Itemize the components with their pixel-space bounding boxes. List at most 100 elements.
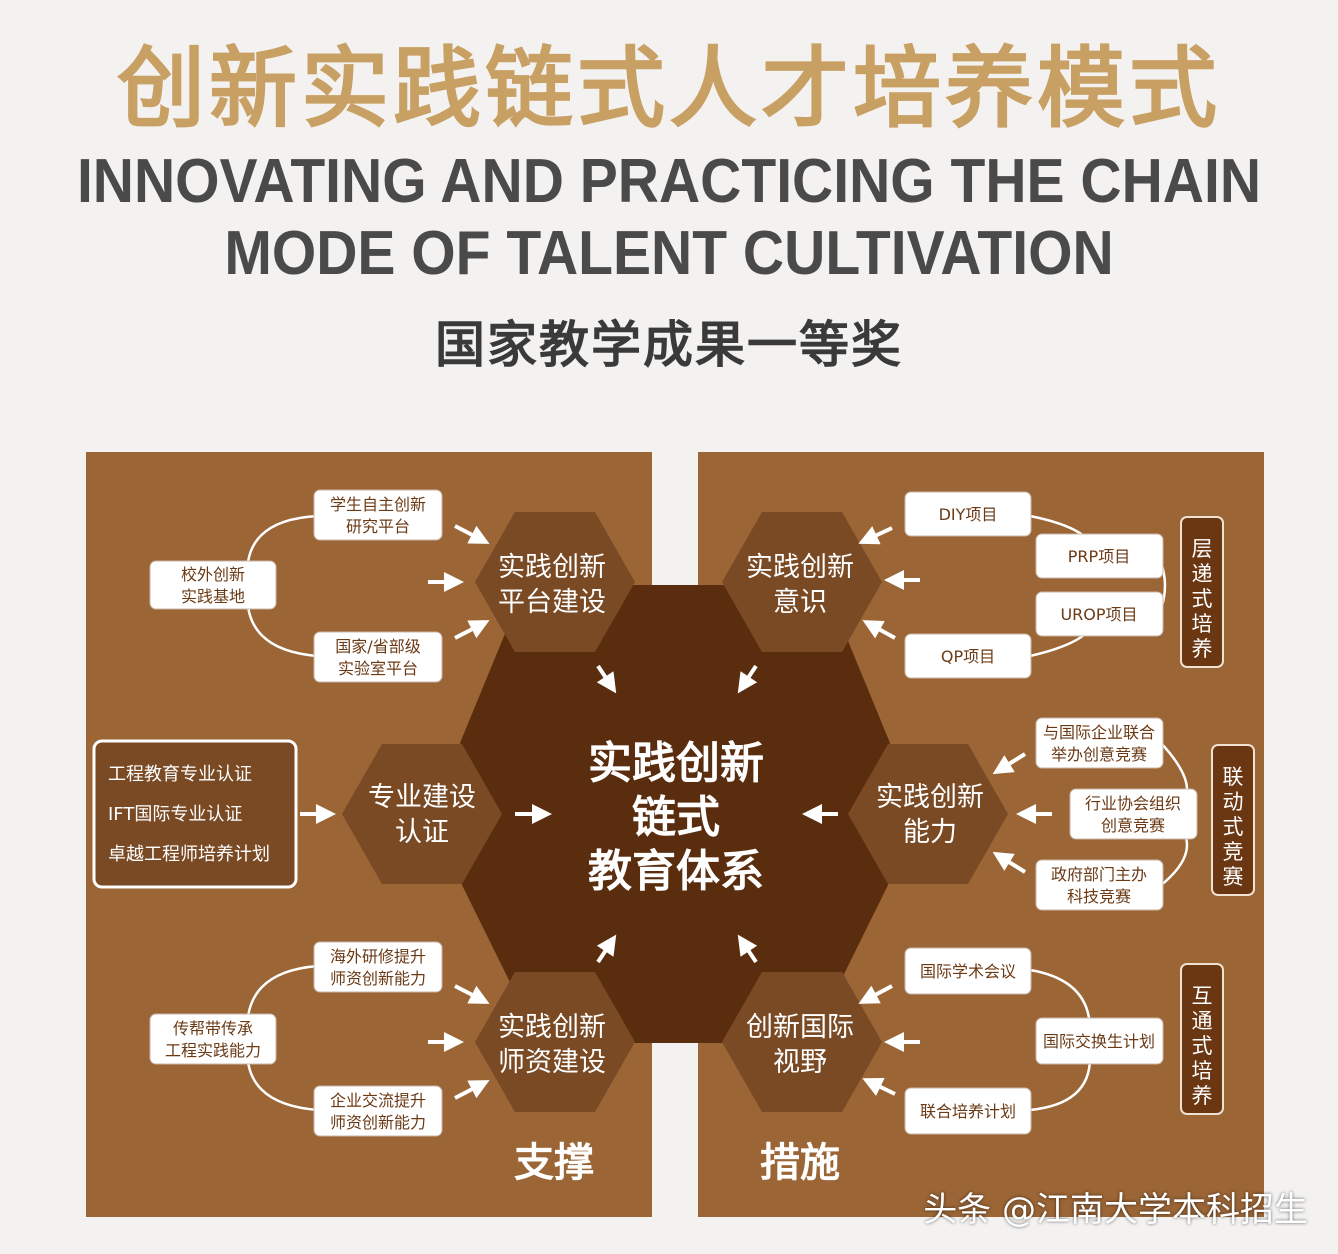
tag-char: 式	[1192, 587, 1213, 611]
center-line2: 链式	[632, 792, 720, 843]
platform-item-5: 国家/省部级	[335, 637, 420, 656]
tag-projects	[1180, 516, 1224, 668]
arrow	[454, 524, 490, 544]
tag-char: 竞	[1223, 840, 1244, 864]
platform-item-1: 学生自主创新	[330, 495, 426, 514]
center-line1: 实践创新	[588, 738, 764, 789]
box-project-3	[1035, 591, 1164, 637]
tag-char: 式	[1223, 815, 1244, 839]
faculty-item-2: 师资创新能力	[330, 969, 426, 988]
hex-awareness	[722, 512, 882, 652]
tag-competitions	[1211, 744, 1255, 896]
tag-char: 通	[1192, 1009, 1213, 1033]
tag-char: 联	[1223, 765, 1244, 789]
box-faculty-2	[149, 1013, 277, 1065]
tag-char: 培	[1192, 612, 1213, 636]
hex-vision-line1: 创新国际	[746, 1012, 854, 1043]
hex-ability-line2: 能力	[903, 817, 957, 848]
certification-box	[92, 739, 298, 889]
hex-certification	[342, 744, 502, 884]
arrow	[858, 526, 893, 545]
faculty-item-3: 传帮带传承	[173, 1019, 253, 1038]
faculty-item-4: 工程实践能力	[165, 1041, 261, 1060]
international-item-2: 国际交换生计划	[1043, 1032, 1155, 1051]
international-item-3: 联合培养计划	[920, 1102, 1016, 1121]
arrow	[737, 934, 758, 964]
box-platform-3	[313, 631, 443, 683]
tag-char: 赛	[1223, 865, 1244, 889]
hex-certification-line1: 专业建设	[368, 782, 476, 813]
box-comp-3	[1035, 859, 1164, 911]
tag-char: 养	[1192, 1084, 1213, 1108]
hex-awareness-line2: 意识	[773, 587, 827, 618]
box-platform-2	[149, 560, 277, 610]
platform-item-4: 实践基地	[181, 587, 245, 606]
box-intl-2	[1035, 1017, 1164, 1065]
hex-vision	[722, 972, 882, 1112]
platform-item-6: 实验室平台	[338, 659, 418, 678]
english-title: INNOVATING AND PRACTICING THE CHAIN MODE…	[54, 146, 1285, 290]
arrow	[454, 984, 490, 1004]
certification-item-1: 工程教育专业认证	[108, 764, 252, 785]
tag-international	[1180, 963, 1224, 1115]
arrow	[454, 620, 490, 640]
competition-item-1: 与国际企业联合	[1043, 723, 1155, 742]
arrow	[454, 1080, 490, 1100]
watermark: 头条 @江南大学本科招生	[923, 1190, 1308, 1230]
project-item-3: UROP项目	[1060, 605, 1137, 624]
box-intl-3	[904, 1087, 1032, 1135]
box-faculty-3	[313, 1085, 443, 1137]
center-line3: 教育体系	[588, 846, 764, 897]
tag-char: 互	[1192, 984, 1213, 1008]
hex-platform-line2: 平台建设	[498, 587, 606, 618]
certification-item-3: 卓越工程师培养计划	[108, 844, 270, 865]
arrow	[992, 851, 1027, 874]
competition-item-3: 行业协会组织	[1085, 794, 1181, 813]
english-title-line-1: INNOVATING AND PRACTICING THE CHAIN	[76, 147, 1262, 216]
box-comp-2	[1069, 788, 1198, 840]
project-item-1: DIY项目	[939, 505, 998, 524]
english-title-line-2: MODE OF TALENT CULTIVATION	[224, 219, 1114, 288]
competition-item-4: 创意竞赛	[1101, 816, 1165, 835]
hex-faculty-line2: 师资建设	[498, 1047, 606, 1078]
left-panel-label: 支撑	[514, 1140, 594, 1186]
arrow	[858, 984, 893, 1004]
hex-platform	[475, 512, 635, 652]
platform-item-3: 校外创新	[181, 565, 245, 584]
box-intl-1	[904, 947, 1032, 995]
arrow	[862, 1077, 896, 1096]
award-subtitle: 国家教学成果一等奖	[435, 316, 903, 374]
box-platform-1	[313, 489, 443, 541]
box-project-1	[904, 491, 1032, 537]
hex-platform-line1: 实践创新	[498, 552, 606, 583]
hex-faculty	[475, 972, 635, 1112]
international-item-1: 国际学术会议	[920, 962, 1016, 981]
box-project-2	[1035, 533, 1164, 579]
hex-certification-line2: 认证	[395, 817, 449, 848]
arrow	[862, 620, 896, 640]
competition-item-6: 科技竞赛	[1067, 887, 1131, 906]
tag-char: 动	[1223, 790, 1244, 814]
box-project-4	[904, 633, 1032, 679]
arrow	[596, 934, 617, 964]
tag-char: 递	[1192, 562, 1213, 586]
hex-ability	[848, 744, 1008, 884]
hex-vision-line2: 视野	[773, 1047, 827, 1078]
arrow	[992, 752, 1027, 775]
box-faculty-1	[313, 941, 443, 993]
project-item-2: PRP项目	[1068, 547, 1130, 566]
box-comp-1	[1035, 717, 1164, 769]
arrow	[737, 664, 758, 694]
hex-awareness-line1: 实践创新	[746, 552, 854, 583]
certification-item-2: IFT国际专业认证	[108, 804, 242, 825]
hex-ability-line1: 实践创新	[876, 782, 984, 813]
tag-char: 养	[1192, 637, 1213, 661]
hex-faculty-line1: 实践创新	[498, 1012, 606, 1043]
tag-char: 层	[1192, 537, 1213, 561]
tag-char: 式	[1192, 1034, 1213, 1058]
competition-item-5: 政府部门主办	[1051, 865, 1147, 884]
